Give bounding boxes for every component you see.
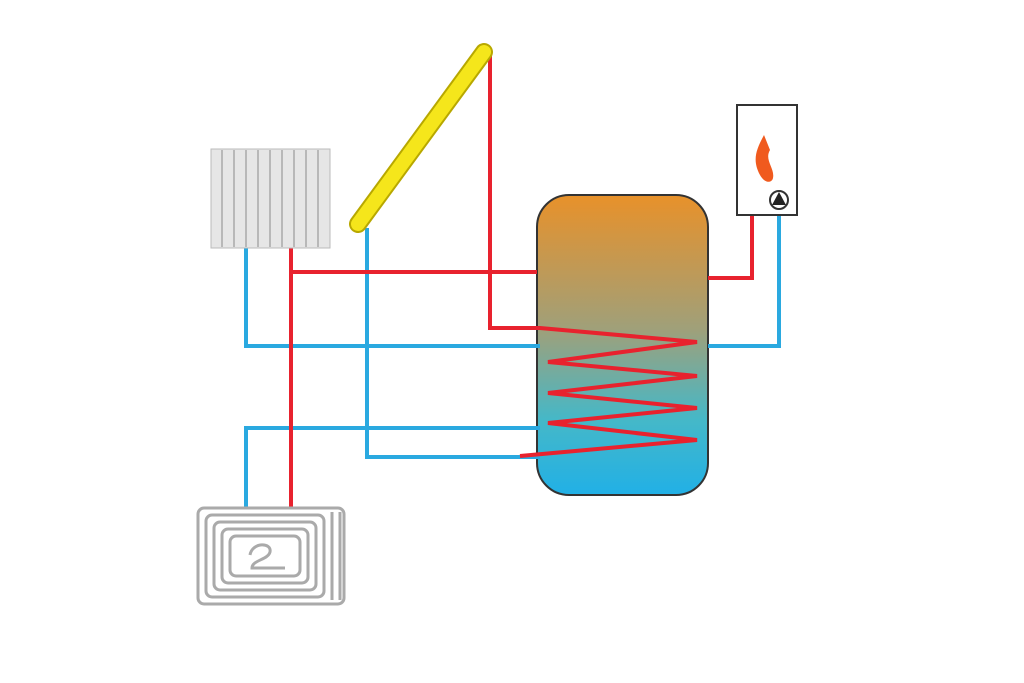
pump-icon (769, 190, 789, 210)
flame-icon (755, 135, 774, 182)
boiler-supply-pipe (708, 215, 754, 280)
boiler (736, 104, 798, 216)
collector-return-pipe (365, 228, 540, 459)
heat-exchanger-coil (488, 52, 698, 458)
solar-collector (349, 43, 493, 233)
radiator-return-pipe (244, 248, 540, 348)
floor-return-pipe (244, 426, 540, 507)
radiator (210, 148, 331, 249)
boiler-return-pipe (708, 215, 781, 348)
underfloor-heating (196, 506, 346, 606)
